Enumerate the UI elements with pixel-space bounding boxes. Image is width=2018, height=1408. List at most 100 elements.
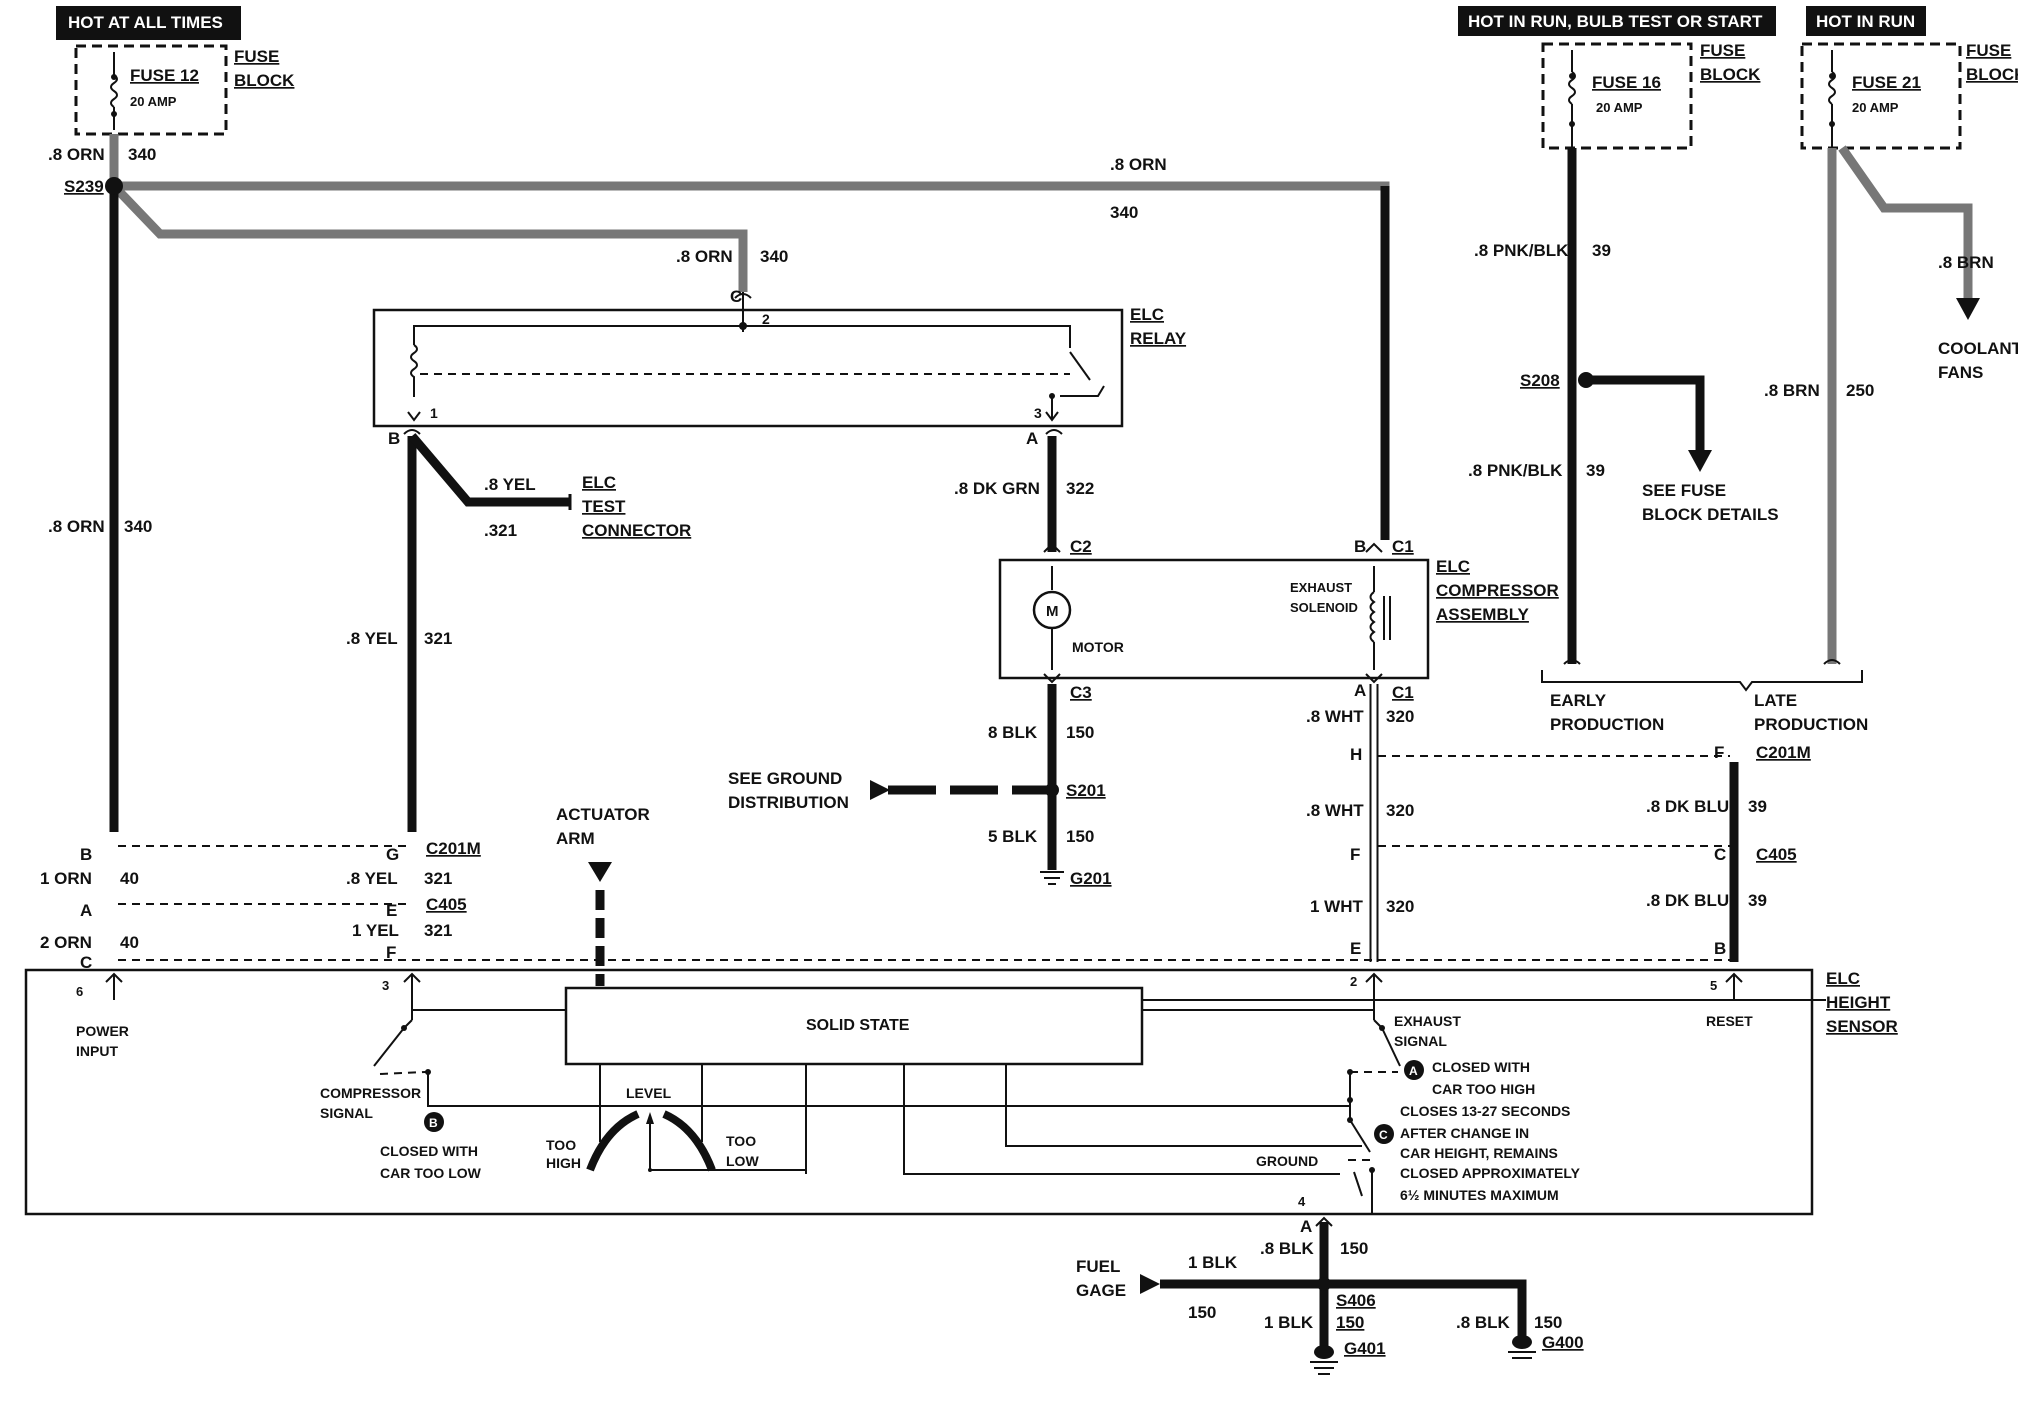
splice-s208: S208	[1520, 371, 1560, 390]
svg-text:B: B	[429, 1116, 438, 1130]
svg-text:6: 6	[76, 984, 83, 999]
svg-text:.8 DK GRN: .8 DK GRN	[954, 479, 1040, 498]
svg-text:40: 40	[120, 869, 139, 888]
svg-text:250: 250	[1846, 381, 1874, 400]
svg-text:C: C	[1714, 845, 1726, 864]
svg-text:EARLY: EARLY	[1550, 691, 1607, 710]
svg-text:CLOSED APPROXIMATELY: CLOSED APPROXIMATELY	[1400, 1165, 1581, 1181]
svg-text:150: 150	[1066, 827, 1094, 846]
svg-text:G401: G401	[1344, 1339, 1386, 1358]
svg-text:BLOCK: BLOCK	[1966, 65, 2018, 84]
svg-text:5: 5	[1710, 978, 1717, 993]
svg-text:A: A	[1300, 1217, 1312, 1236]
svg-text:FUSE: FUSE	[1966, 41, 2011, 60]
svg-text:340: 340	[760, 247, 788, 266]
wire-322-dk-grn: A .8 DK GRN 322	[954, 429, 1094, 552]
svg-text:40: 40	[120, 933, 139, 952]
svg-text:G400: G400	[1542, 1333, 1584, 1352]
svg-text:RESET: RESET	[1706, 1013, 1753, 1029]
svg-text:C405: C405	[1756, 845, 1797, 864]
svg-text:.8 PNK/BLK: .8 PNK/BLK	[1468, 461, 1563, 480]
fuse-12-rating: 20 AMP	[130, 94, 177, 109]
fuse-21: FUSE 21 20 AMP FUSE BLOCK	[1800, 41, 2018, 150]
note-a-marker	[1404, 1060, 1424, 1080]
svg-text:POWER: POWER	[76, 1023, 129, 1039]
svg-text:A: A	[1409, 1064, 1418, 1078]
svg-text:CAR TOO HIGH: CAR TOO HIGH	[1432, 1081, 1535, 1097]
svg-text:321: 321	[424, 869, 452, 888]
svg-text:.8 YEL: .8 YEL	[346, 629, 398, 648]
svg-text:.8 DK BLU: .8 DK BLU	[1646, 891, 1729, 910]
svg-text:C201M: C201M	[426, 839, 481, 858]
svg-text:.8 BRN: .8 BRN	[1764, 381, 1820, 400]
svg-text:C405: C405	[426, 895, 467, 914]
svg-text:LEVEL: LEVEL	[626, 1085, 672, 1101]
svg-text:C201M: C201M	[1756, 743, 1811, 762]
svg-text:TEST: TEST	[582, 497, 626, 516]
fuse-16-rating: 20 AMP	[1596, 100, 1643, 115]
svg-text:39: 39	[1586, 461, 1605, 480]
connector-lines: B 1 ORN 40 A 2 ORN 40 C G C201M .8 YEL 3…	[40, 755, 1730, 972]
svg-text:G201: G201	[1070, 869, 1112, 888]
banner-hot-in-run-bulb-test: HOT IN RUN, BULB TEST OR START	[1458, 6, 1776, 36]
svg-text:2: 2	[762, 311, 770, 327]
svg-text:AFTER CHANGE IN: AFTER CHANGE IN	[1400, 1125, 1529, 1141]
svg-text:LOW: LOW	[726, 1153, 759, 1169]
svg-text:CLOSES 13-27 SECONDS: CLOSES 13-27 SECONDS	[1400, 1103, 1570, 1119]
svg-text:.8 BRN: .8 BRN	[1938, 253, 1994, 272]
svg-text:340: 340	[1110, 203, 1138, 222]
svg-text:39: 39	[1748, 891, 1767, 910]
svg-text:321: 321	[424, 629, 452, 648]
svg-text:320: 320	[1386, 707, 1414, 726]
svg-text:GAGE: GAGE	[1076, 1281, 1126, 1300]
svg-text:H: H	[1350, 745, 1362, 764]
fuse-16: FUSE 16 20 AMP FUSE BLOCK	[1541, 41, 1761, 150]
banner-hot-in-run: HOT IN RUN	[1806, 6, 1926, 36]
splice-s201: S201	[1066, 781, 1106, 800]
svg-text:HOT IN RUN: HOT IN RUN	[1816, 12, 1915, 31]
svg-text:F: F	[386, 943, 396, 962]
svg-text:340: 340	[128, 145, 156, 164]
svg-text:FANS: FANS	[1938, 363, 1983, 382]
svg-text:DISTRIBUTION: DISTRIBUTION	[728, 793, 849, 812]
svg-text:150: 150	[1066, 723, 1094, 742]
svg-text:PRODUCTION: PRODUCTION	[1754, 715, 1868, 734]
svg-text:FUSE: FUSE	[1700, 41, 1745, 60]
fuse-12-name: FUSE 12	[130, 66, 199, 85]
svg-text:SENSOR: SENSOR	[1826, 1017, 1898, 1036]
svg-text:150: 150	[1336, 1313, 1364, 1332]
elc-test-connector-1: ELC	[582, 473, 616, 492]
note-c-marker	[1374, 1124, 1394, 1144]
svg-text:.8 BLK: .8 BLK	[1456, 1313, 1511, 1332]
svg-text:C: C	[730, 287, 742, 306]
svg-text:B: B	[80, 845, 92, 864]
svg-text:.8 ORN: .8 ORN	[676, 247, 733, 266]
svg-text:HOT IN RUN, BULB TEST OR START: HOT IN RUN, BULB TEST OR START	[1468, 12, 1763, 31]
fuse-21-rating: 20 AMP	[1852, 100, 1899, 115]
svg-text:A: A	[1026, 429, 1038, 448]
svg-text:B: B	[388, 429, 400, 448]
fuse-21-name: FUSE 21	[1852, 73, 1921, 92]
svg-text:.8 YEL: .8 YEL	[346, 869, 398, 888]
splice-s406: S406	[1336, 1291, 1376, 1310]
svg-text:FUSE: FUSE	[234, 47, 279, 66]
svg-text:2: 2	[1350, 974, 1357, 989]
wire-340-orn-top: S239 .8 ORN 340 .8 ORN 340 .8 ORN 340 .8…	[48, 134, 1390, 832]
ground-g400-icon	[1508, 1335, 1536, 1359]
svg-text:.321: .321	[484, 521, 517, 540]
svg-text:ELC: ELC	[1436, 557, 1470, 576]
svg-text:GROUND: GROUND	[1256, 1153, 1318, 1169]
svg-text:F: F	[1350, 845, 1360, 864]
wire-150-blk-bottom: A .8 BLK 150 1 BLK 150 S406 150 1 BLK .8…	[1076, 1216, 1584, 1375]
svg-text:3: 3	[1034, 405, 1042, 421]
svg-text:.8 ORN: .8 ORN	[1110, 155, 1167, 174]
svg-text:F: F	[1714, 743, 1724, 762]
elc-height-sensor: ELC HEIGHT SENSOR 6 POWER INPUT 3 2 5 RE…	[24, 968, 1898, 1216]
ground-g401-icon	[1310, 1345, 1338, 1375]
svg-text:ELC: ELC	[1130, 305, 1164, 324]
svg-text:150: 150	[1188, 1303, 1216, 1322]
splice-s239: S239	[64, 177, 104, 196]
note-b-marker	[424, 1112, 444, 1132]
svg-text:ACTUATOR: ACTUATOR	[556, 805, 650, 824]
svg-text:C: C	[1379, 1128, 1388, 1142]
